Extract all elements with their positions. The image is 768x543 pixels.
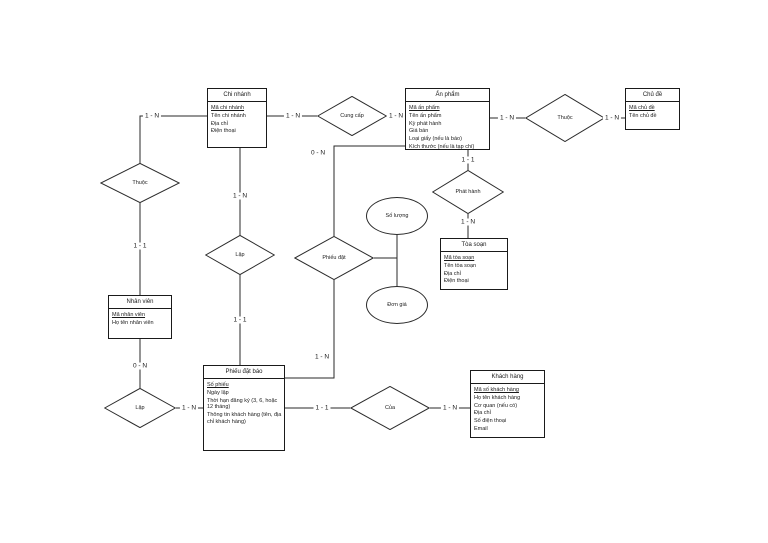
attribute: Tên tòa soạn bbox=[444, 262, 477, 269]
cardinality-chi-nhanh-cung-cap: 1 - N bbox=[283, 112, 303, 120]
relationship-cua: Của bbox=[350, 386, 430, 430]
cardinality-thuoc-chu-de: 1 - N bbox=[602, 114, 622, 122]
relationship-label: Cung cấp bbox=[340, 113, 364, 119]
attribute: Thời hạn đăng ký (3, 6, hoặc 12 tháng) bbox=[207, 397, 278, 411]
relationship-label: Phiếu đặt bbox=[322, 255, 346, 261]
entity-toa-soan-title: Tòa soạn bbox=[441, 239, 507, 252]
connector-an-pham-phieu-dat bbox=[333, 145, 405, 236]
attribute-key: Mã nhân viên bbox=[112, 312, 146, 318]
relationship-cung-cap: Cung cấp bbox=[317, 96, 387, 136]
entity-toa-soan: Tòa soạn Mã tòa soạn Tên tòa soạn Địa ch… bbox=[440, 238, 508, 290]
entity-chi-nhanh-title: Chi nhánh bbox=[208, 89, 266, 102]
connector-chi-nhanh-thuoc-left bbox=[139, 115, 207, 163]
entity-phieu-dat-bao-title: Phiếu đặt báo bbox=[204, 366, 284, 379]
entity-nhan-vien-title: Nhân viên bbox=[109, 296, 171, 309]
attribute-key: Mã tòa soạn bbox=[444, 255, 475, 261]
relationship-label: Phát hành bbox=[455, 189, 481, 195]
attribute: Giá bán bbox=[409, 128, 429, 135]
entity-an-pham: Ấn phẩm Mã ấn phẩm Tên ấn phẩm Kỳ phát h… bbox=[405, 88, 490, 150]
cardinality-chi-nhanh-thuoc-left: 1 - N bbox=[142, 112, 162, 120]
relationship-phieu-dat: Phiếu đặt bbox=[294, 236, 374, 280]
entity-chu-de-title: Chủ đề bbox=[626, 89, 679, 102]
entity-khach-hang-attributes: Mã số khách hàng Họ tên khách hàng Cơ qu… bbox=[471, 384, 544, 436]
attribute-key: Số phiếu bbox=[207, 382, 229, 388]
cardinality-an-pham-thuoc: 1 - N bbox=[497, 114, 517, 122]
cardinality-thuoc-left-nhan-vien: 1 - 1 bbox=[131, 242, 149, 250]
entity-chi-nhanh-attributes: Mã chi nhánh Tên chi nhánh Địa chỉ Điện … bbox=[208, 102, 266, 138]
cardinality-an-pham-phat-hanh: 1 - 1 bbox=[459, 156, 477, 164]
attribute: Email bbox=[474, 425, 488, 432]
entity-nhan-vien-attributes: Mã nhân viên Họ tên nhân viên bbox=[109, 309, 171, 330]
entity-phieu-dat-bao: Phiếu đặt báo Số phiếu Ngày lập Thời hạn… bbox=[203, 365, 285, 451]
cardinality-phieu-dat-bao-cua: 1 - 1 bbox=[313, 404, 331, 412]
attribute: Tên ấn phẩm bbox=[409, 112, 442, 119]
attribute-oval-so-luong: Số lượng bbox=[366, 197, 428, 235]
relationship-thuoc-left: Thuộc bbox=[100, 163, 180, 203]
entity-an-pham-attributes: Mã ấn phẩm Tên ấn phẩm Kỳ phát hành Giá … bbox=[406, 102, 489, 154]
entity-khach-hang-title: Khách hàng bbox=[471, 371, 544, 384]
attribute: Họ tên nhân viên bbox=[112, 319, 154, 326]
attribute-key: Mã chủ đề bbox=[629, 105, 655, 111]
relationship-lap-bottom: Lập bbox=[104, 388, 176, 428]
entity-nhan-vien: Nhân viên Mã nhân viên Họ tên nhân viên bbox=[108, 295, 172, 339]
entity-khach-hang: Khách hàng Mã số khách hàng Họ tên khách… bbox=[470, 370, 545, 438]
attribute: Loại giấy (nếu là báo) bbox=[409, 136, 462, 143]
entity-an-pham-title: Ấn phẩm bbox=[406, 89, 489, 102]
cardinality-cung-cap-an-pham: 1 - N bbox=[386, 112, 406, 120]
cardinality-phieu-dat-phieu-dat-bao: 1 - N bbox=[312, 353, 332, 361]
attribute: Kỳ phát hành bbox=[409, 120, 442, 127]
cardinality-an-pham-phieu-dat: 0 - N bbox=[308, 149, 328, 157]
entity-chi-nhanh: Chi nhánh Mã chi nhánh Tên chi nhánh Địa… bbox=[207, 88, 267, 148]
cardinality-cua-khach-hang: 1 - N bbox=[440, 404, 460, 412]
attribute: Địa chỉ bbox=[211, 120, 228, 127]
attribute: Số điện thoại bbox=[474, 418, 507, 425]
attribute-oval-don-gia: Đơn giá bbox=[366, 286, 428, 324]
connector-phieu-dat-phieu-dat-bao bbox=[285, 280, 335, 379]
relationship-lap-mid: Lập bbox=[205, 235, 275, 275]
attribute: Điện thoại bbox=[444, 278, 469, 285]
cardinality-lap-bottom-phieu-dat-bao: 1 - N bbox=[179, 404, 199, 412]
cardinality-phat-hanh-toa-soan: 1 - N bbox=[458, 218, 478, 226]
cardinality-chi-nhanh-lap: 1 - N bbox=[230, 192, 250, 200]
attribute: Địa chỉ bbox=[474, 410, 491, 417]
attribute: Ngày lập bbox=[207, 389, 229, 396]
attribute-key: Mã chi nhánh bbox=[211, 105, 245, 111]
attribute: Tên chi nhánh bbox=[211, 112, 246, 119]
attribute: Kích thước (nếu là tạp chí) bbox=[409, 143, 475, 150]
attribute-key: Mã ấn phẩm bbox=[409, 105, 440, 111]
relationship-label: Thuộc bbox=[557, 115, 573, 121]
attribute: Tên chủ đề bbox=[629, 112, 657, 119]
relationship-label: Thuộc bbox=[132, 180, 148, 186]
oval-label: Số lượng bbox=[385, 213, 409, 219]
entity-chu-de-attributes: Mã chủ đề Tên chủ đề bbox=[626, 102, 679, 123]
attribute: Địa chỉ bbox=[444, 270, 461, 277]
relationship-label: Lập bbox=[135, 405, 145, 411]
relationship-phat-hanh: Phát hành bbox=[432, 170, 504, 214]
entity-toa-soan-attributes: Mã tòa soạn Tên tòa soạn Địa chỉ Điện th… bbox=[441, 252, 507, 288]
attribute: Họ tên khách hàng bbox=[474, 394, 521, 401]
relationship-label: Lập bbox=[235, 252, 245, 258]
oval-label: Đơn giá bbox=[387, 302, 407, 308]
attribute-key: Mã số khách hàng bbox=[474, 387, 519, 393]
cardinality-lap-phieu-dat-bao: 1 - 1 bbox=[231, 316, 249, 324]
attribute: Cơ quan (nếu có) bbox=[474, 402, 518, 409]
attribute: Điện thoại bbox=[211, 128, 236, 135]
attribute: Thông tin khách hàng (tên, địa chỉ khách… bbox=[207, 412, 282, 425]
entity-chu-de: Chủ đề Mã chủ đề Tên chủ đề bbox=[625, 88, 680, 130]
entity-phieu-dat-bao-attributes: Số phiếu Ngày lập Thời hạn đăng ký (3, 6… bbox=[204, 379, 284, 429]
relationship-thuoc-right: Thuộc bbox=[525, 94, 605, 142]
relationship-label: Của bbox=[384, 405, 396, 411]
cardinality-nhan-vien-lap-bottom: 0 - N bbox=[130, 362, 150, 370]
